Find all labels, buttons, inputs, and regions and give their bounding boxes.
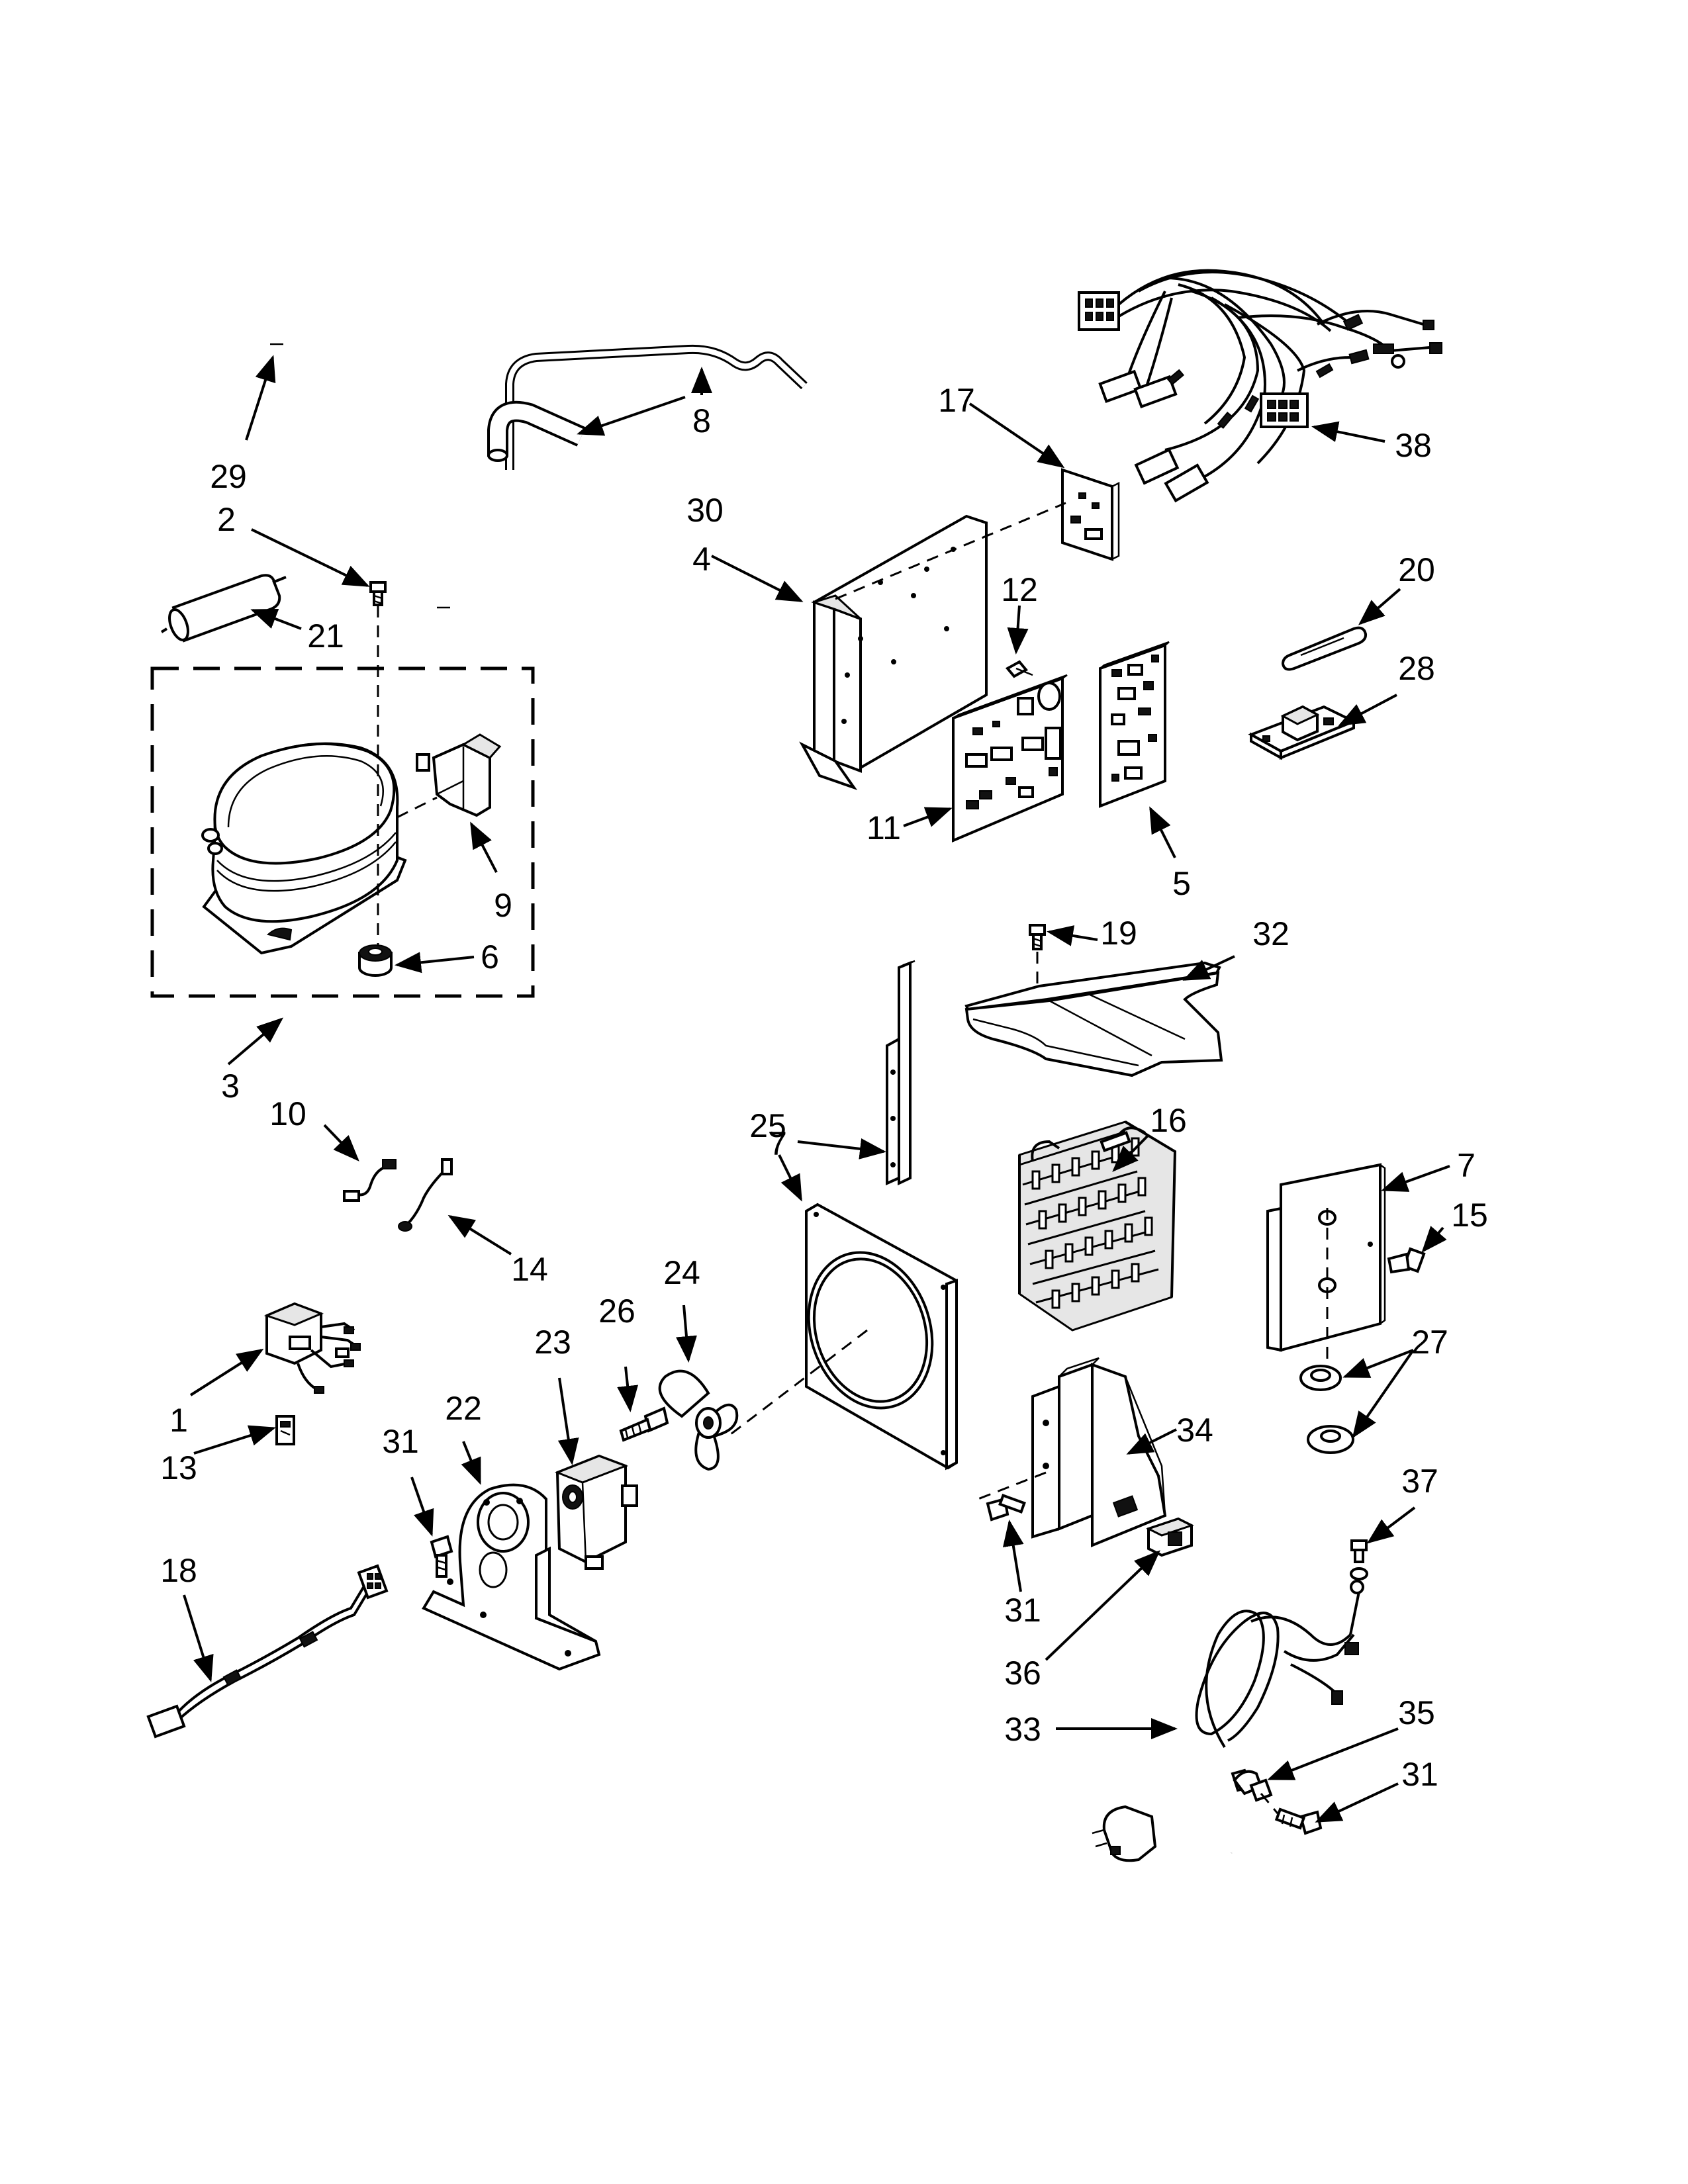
part-number-8: 8 <box>692 402 711 439</box>
relay-cover-part <box>416 733 502 817</box>
assembly-line <box>727 1329 868 1437</box>
part-number-18: 18 <box>160 1552 197 1589</box>
part-number-27: 27 <box>1411 1324 1448 1361</box>
clip-part <box>1005 660 1033 678</box>
fan-blade-part <box>658 1369 739 1471</box>
assembly-line <box>1260 1793 1279 1814</box>
part-number-30: 30 <box>686 492 724 529</box>
small-circuit-board-part <box>1061 468 1120 561</box>
start-device-part <box>263 1302 361 1394</box>
power-cord-part <box>1092 1580 1364 1871</box>
part-number-22: 22 <box>445 1390 482 1427</box>
condenser-coil-part <box>1018 1120 1177 1332</box>
screw-part <box>986 1494 1026 1522</box>
part-number-3: 3 <box>221 1068 240 1105</box>
part-number-7: 7 <box>769 1125 787 1162</box>
bolt-part <box>619 1406 669 1442</box>
part-number-19: 19 <box>1100 915 1137 952</box>
compressor-kit-outline <box>150 666 535 998</box>
heater-strip-part <box>1281 626 1368 671</box>
part-number-6: 6 <box>481 938 499 976</box>
clip-part <box>275 1415 295 1445</box>
part-number-31: 31 <box>1401 1756 1438 1793</box>
elbow-hose-part <box>487 400 586 462</box>
part-number-20: 20 <box>1398 551 1435 588</box>
screw-part <box>1387 1247 1426 1274</box>
part-number-25: 25 <box>749 1107 786 1144</box>
part-number-17: 17 <box>938 382 975 419</box>
motor-wire-harness-part <box>146 1564 389 1739</box>
grommet-part <box>1299 1365 1354 1454</box>
part-number-5: 5 <box>1172 865 1191 902</box>
part-number-1: 1 <box>169 1402 188 1439</box>
screw-part <box>1029 924 1046 950</box>
part-number-31: 31 <box>1004 1592 1041 1629</box>
part-number-15: 15 <box>1451 1197 1488 1234</box>
part-number-11: 11 <box>867 809 901 846</box>
screw-part <box>1350 1539 1368 1580</box>
assembly-line <box>835 502 1066 600</box>
compressor-part <box>201 742 407 955</box>
part-number-33: 33 <box>1004 1711 1041 1748</box>
part-number-32: 32 <box>1252 915 1289 952</box>
power-board-part <box>1248 705 1357 760</box>
fan-shroud-part <box>805 1203 958 1471</box>
part-labels: 1 2 3 4 5 6 7 7 8 9 10 11 12 13 14 15 16… <box>160 382 1488 1793</box>
motor-bracket-part <box>1031 1357 1167 1547</box>
cord-clamp-part <box>1233 1770 1273 1802</box>
screw-part <box>1274 1807 1323 1835</box>
assembly-line <box>397 796 438 819</box>
mounting-bracket-part <box>886 960 915 1186</box>
assembly-line <box>972 1471 1047 1502</box>
control-bracket-part <box>799 514 988 790</box>
part-number-10: 10 <box>269 1095 306 1132</box>
jumper-wire-part <box>398 1158 453 1232</box>
part-number-37: 37 <box>1401 1463 1438 1500</box>
part-number-31: 31 <box>382 1423 419 1460</box>
part-number-29: 29 <box>210 458 247 495</box>
part-number-24: 24 <box>663 1254 700 1291</box>
part-number-26: 26 <box>598 1293 635 1330</box>
part-number-28: 28 <box>1398 650 1435 687</box>
part-number-7: 7 <box>1457 1147 1476 1184</box>
part-number-16: 16 <box>1150 1102 1187 1139</box>
part-number-2: 2 <box>217 501 236 538</box>
control-board-part <box>1099 641 1170 808</box>
part-number-21: 21 <box>307 617 344 655</box>
part-number-38: 38 <box>1395 427 1432 464</box>
grommet-part <box>358 944 393 977</box>
fan-motor-part <box>554 1454 638 1570</box>
screw-part <box>369 581 387 606</box>
wire-harness-part <box>1078 269 1442 503</box>
part-number-35: 35 <box>1398 1694 1435 1731</box>
jumper-wire-part <box>343 1159 397 1202</box>
part-number-34: 34 <box>1176 1412 1213 1449</box>
screw-part <box>430 1535 453 1578</box>
evaporator-cover-part <box>964 961 1223 1077</box>
motor-mount-bracket-part <box>422 1483 601 1671</box>
part-number-14: 14 <box>511 1251 548 1288</box>
part-number-23: 23 <box>534 1324 571 1361</box>
drier-part <box>160 574 287 643</box>
part-number-13: 13 <box>160 1449 197 1486</box>
leader-lines <box>183 355 1450 1823</box>
part-number-9: 9 <box>494 887 512 924</box>
main-control-board-part <box>952 674 1068 843</box>
part-number-36: 36 <box>1004 1655 1041 1692</box>
part-number-12: 12 <box>1001 571 1038 608</box>
discharge-tube-part <box>270 300 450 609</box>
connector-part <box>1146 1517 1194 1557</box>
tube-part <box>505 344 808 470</box>
part-number-4: 4 <box>692 541 711 578</box>
